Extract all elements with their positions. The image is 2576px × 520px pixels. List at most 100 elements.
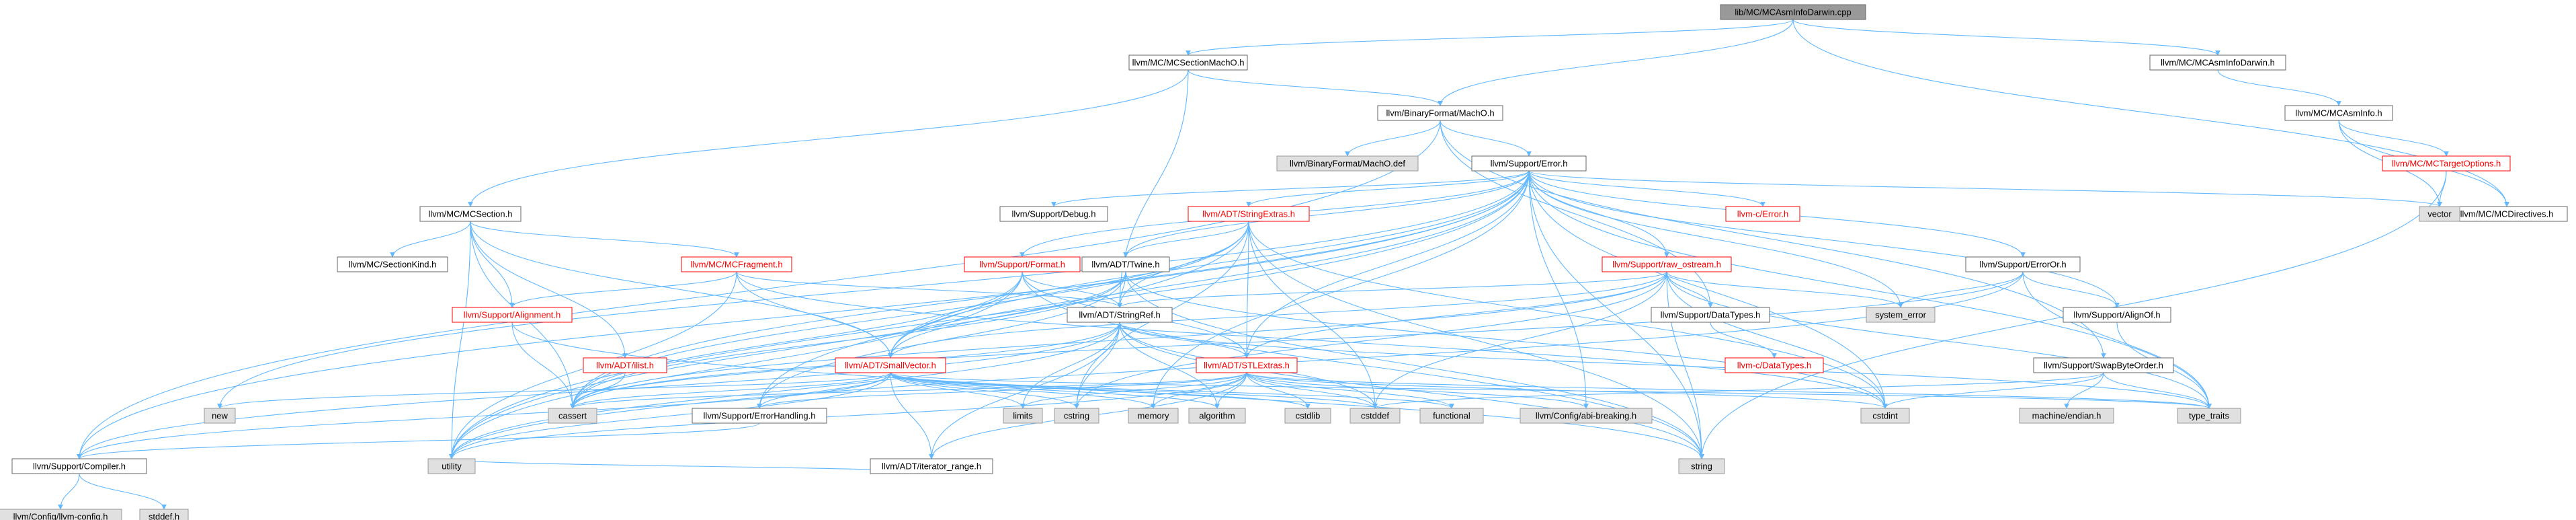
- node-box-machineendian: [2019, 408, 2114, 424]
- node-box-smallvector: [835, 357, 946, 373]
- node-mcfragment[interactable]: llvm/MC/MCFragment.h: [681, 256, 792, 272]
- node-box-systemerror: [1866, 307, 1936, 323]
- node-llvmconfig[interactable]: llvm/Config/llvm-config.h: [0, 509, 122, 520]
- node-utility[interactable]: utility: [427, 458, 476, 474]
- edge-root-to-binformat: [1438, 19, 1794, 106]
- edge-stringref-to-limits: [1020, 322, 1120, 409]
- edge-mcfragment-to-alignment: [509, 271, 737, 308]
- node-string[interactable]: string: [1678, 458, 1725, 474]
- edge-smallvector-to-cstdlib: [890, 372, 1311, 409]
- node-cassert[interactable]: cassert: [548, 408, 597, 424]
- node-sectionkind[interactable]: llvm/MC/SectionKind.h: [337, 256, 448, 272]
- node-ilist[interactable]: llvm/ADT/ilist.h: [583, 357, 667, 373]
- edge-rawostream-to-cstdint: [1666, 271, 1888, 409]
- node-cerror[interactable]: llvm-c/Error.h: [1725, 206, 1800, 222]
- node-stringref[interactable]: llvm/ADT/StringRef.h: [1067, 307, 1173, 323]
- node-limits[interactable]: limits: [1003, 408, 1043, 424]
- node-box-cstdlib: [1284, 408, 1331, 424]
- edge-mcsection-to-sectionkind: [390, 221, 471, 258]
- edge-asminfodarwin-to-asminfo: [2217, 69, 2341, 106]
- node-alignment[interactable]: llvm/Support/Alignment.h: [452, 307, 573, 323]
- node-binformat[interactable]: llvm/BinaryFormat/MachO.h: [1377, 105, 1503, 121]
- edge-stlextras-to-cassert: [570, 372, 1247, 409]
- edge-error-to-stlextras: [1244, 170, 1530, 359]
- node-label-string: string: [1691, 461, 1712, 472]
- node-error[interactable]: llvm/Support/Error.h: [1471, 155, 1587, 172]
- node-stddef[interactable]: stddef.h: [139, 509, 189, 520]
- node-box-stddef: [139, 509, 189, 520]
- node-root[interactable]: lib/MC/MCAsmInfoDarwin.cpp: [1720, 4, 1866, 20]
- node-swapbyteorder[interactable]: llvm/Support/SwapByteOrder.h: [2033, 357, 2174, 373]
- node-label-algorithm: algorithm: [1199, 411, 1235, 421]
- node-label-mcdirectives: llvm/MC/MCDirectives.h: [2460, 209, 2554, 219]
- edge-datatypes-to-cdatatypes: [1710, 322, 1777, 359]
- node-machineendian[interactable]: machine/endian.h: [2019, 408, 2114, 424]
- node-algorithm[interactable]: algorithm: [1188, 408, 1246, 424]
- node-cstddef[interactable]: cstddef: [1349, 408, 1401, 424]
- edge-error-to-abibreaking: [1528, 170, 1589, 409]
- node-box-errorhandling: [692, 408, 827, 424]
- node-asminfodarwin[interactable]: llvm/MC/MCAsmInfoDarwin.h: [2149, 54, 2286, 71]
- node-targetoptions[interactable]: llvm/MC/MCTargetOptions.h: [2382, 155, 2511, 172]
- node-format[interactable]: llvm/Support/Format.h: [964, 256, 1081, 272]
- edge-sectionmacho-to-mcsection: [468, 69, 1189, 207]
- node-box-stringref: [1067, 307, 1173, 323]
- node-label-sectionkind: llvm/MC/SectionKind.h: [349, 260, 437, 270]
- edge-mcsection-to-utility: [449, 221, 471, 459]
- edge-stlextras-to-memory: [1151, 372, 1247, 409]
- node-alignof[interactable]: llvm/Support/AlignOf.h: [2063, 307, 2171, 323]
- node-datatypes[interactable]: llvm/Support/DataTypes.h: [1651, 307, 1770, 323]
- node-twine[interactable]: llvm/ADT/Twine.h: [1081, 256, 1170, 272]
- node-functional[interactable]: functional: [1419, 408, 1484, 424]
- node-cstdint[interactable]: cstdint: [1860, 408, 1910, 424]
- node-box-ilist: [583, 357, 667, 373]
- node-smallvector[interactable]: llvm/ADT/SmallVector.h: [835, 357, 946, 373]
- node-mcsection[interactable]: llvm/MC/MCSection.h: [419, 206, 522, 222]
- node-box-sectionkind: [337, 256, 448, 272]
- node-stlextras[interactable]: llvm/ADT/STLExtras.h: [1196, 357, 1298, 373]
- node-label-typetraits: type_traits: [2189, 411, 2229, 421]
- node-rawostream[interactable]: llvm/Support/raw_ostream.h: [1602, 256, 1732, 272]
- node-label-cstring: cstring: [1064, 411, 1089, 421]
- edge-smallvector-to-cstring: [890, 372, 1079, 409]
- node-cstring[interactable]: cstring: [1054, 408, 1099, 424]
- node-cstdlib[interactable]: cstdlib: [1284, 408, 1331, 424]
- edge-stringextras-to-twine: [1123, 221, 1249, 258]
- node-label-datatypes: llvm/Support/DataTypes.h: [1661, 310, 1761, 320]
- node-vector[interactable]: vector: [2419, 206, 2460, 222]
- edge-error-to-compiler: [77, 170, 1530, 459]
- node-debug[interactable]: llvm/Support/Debug.h: [999, 206, 1108, 222]
- node-new[interactable]: new: [204, 408, 236, 424]
- edge-stlextras-to-functional: [1246, 372, 1454, 409]
- node-stringextras[interactable]: llvm/ADT/StringExtras.h: [1188, 206, 1310, 222]
- node-box-twine: [1081, 256, 1170, 272]
- edge-mcsection-to-mcfragment: [470, 221, 739, 258]
- node-memory[interactable]: memory: [1128, 408, 1179, 424]
- node-box-cstddef: [1349, 408, 1401, 424]
- edge-smallvector-to-limits: [890, 372, 1026, 409]
- node-label-machodef: llvm/BinaryFormat/MachO.def: [1290, 159, 1405, 169]
- node-errorhandling[interactable]: llvm/Support/ErrorHandling.h: [692, 408, 827, 424]
- node-compiler[interactable]: llvm/Support/Compiler.h: [11, 458, 147, 474]
- node-abibreaking[interactable]: llvm/Config/abi-breaking.h: [1520, 408, 1653, 424]
- node-erroror[interactable]: llvm/Support/ErrorOr.h: [1965, 256, 2081, 272]
- node-label-stringref: llvm/ADT/StringRef.h: [1079, 310, 1160, 320]
- node-typetraits[interactable]: type_traits: [2177, 408, 2241, 424]
- node-box-erroror: [1965, 256, 2081, 272]
- edge-mcfragment-to-smallvector: [736, 271, 893, 359]
- node-asminfo[interactable]: llvm/MC/MCAsmInfo.h: [2284, 105, 2393, 121]
- node-iteratorrange[interactable]: llvm/ADT/iterator_range.h: [870, 458, 993, 474]
- edge-swapbyteorder-to-cstdint: [1882, 372, 2104, 409]
- node-mcdirectives[interactable]: llvm/MC/MCDirectives.h: [2446, 206, 2568, 222]
- edge-stringextras-to-stlextras: [1244, 221, 1249, 359]
- node-cdatatypes[interactable]: llvm-c/DataTypes.h: [1725, 357, 1824, 373]
- node-box-cerror: [1725, 206, 1800, 222]
- node-systemerror[interactable]: system_error: [1866, 307, 1936, 323]
- node-label-erroror: llvm/Support/ErrorOr.h: [1979, 260, 2066, 270]
- node-sectionmacho[interactable]: llvm/MC/MCSectionMachO.h: [1128, 54, 1248, 71]
- node-label-twine: llvm/ADT/Twine.h: [1091, 260, 1159, 270]
- node-label-mcsection: llvm/MC/MCSection.h: [429, 209, 513, 219]
- node-machodef[interactable]: llvm/BinaryFormat/MachO.def: [1276, 155, 1419, 172]
- node-label-vector: vector: [2427, 209, 2452, 219]
- node-label-targetoptions: llvm/MC/MCTargetOptions.h: [2392, 159, 2501, 169]
